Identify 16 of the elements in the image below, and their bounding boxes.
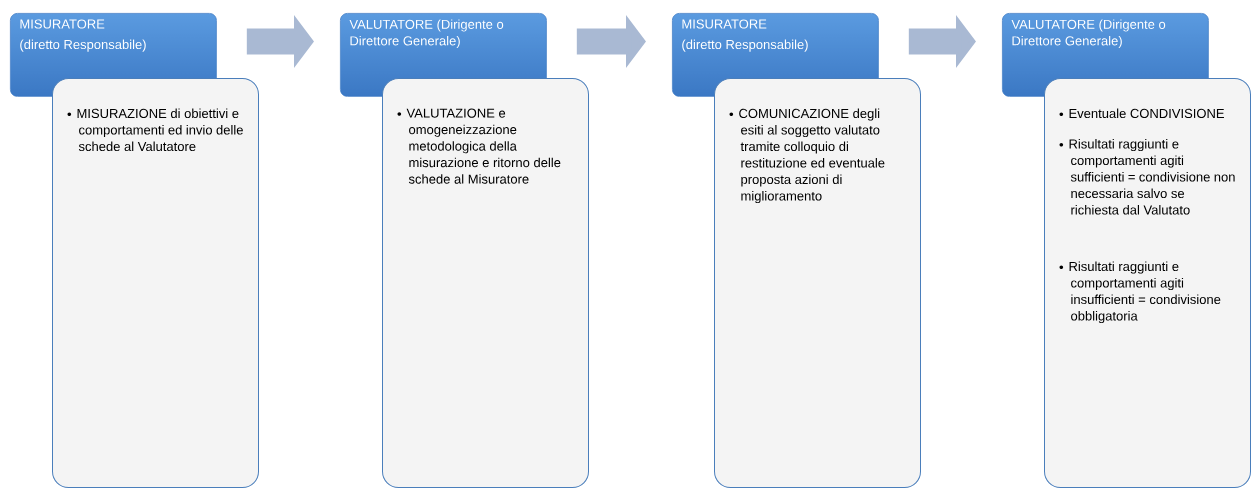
- bullet-item: Risultati raggiunti e comportamenti agiti sufficienti = condivisione non necessaria salvo se richiesta dal Valutato: [1069, 139, 1235, 215]
- header-text: (diretto Responsabile): [682, 39, 808, 52]
- bullet-item: VALUTAZIONE e omogeneizzazione metodologica della misurazione e ritorno delle schede al Misuratore: [406, 108, 561, 184]
- header-text: MISURATORE: [682, 19, 767, 29]
- rounded-text-box: [382, 78, 589, 488]
- header-text: VALUTATORE (Dirigente o Direttore Generale): [1011, 19, 1166, 48]
- bullet-item: COMUNICAZIONE degli esiti al soggetto valutato tramite colloquio di restituzione ed eventuale proposta azioni di miglioramento: [739, 108, 885, 204]
- header-text: (diretto Responsabile): [20, 39, 146, 52]
- bullet-item: Risultati raggiunti e comportamenti agiti insufficienti = condivisione obbligatoria: [1069, 261, 1221, 324]
- rounded-text-box: [714, 78, 921, 488]
- rounded-text-box: [1044, 78, 1251, 488]
- header-text: VALUTATORE (Dirigente o Direttore Generale): [349, 19, 504, 48]
- rounded-text-box: [52, 78, 259, 488]
- bullet-item: MISURAZIONE di obiettivi e comportamenti ed invio delle schede al Valutatore: [77, 108, 243, 152]
- header-text: MISURATORE: [20, 19, 105, 29]
- bullet-item: Eventuale CONDIVISIONE: [1069, 108, 1224, 119]
